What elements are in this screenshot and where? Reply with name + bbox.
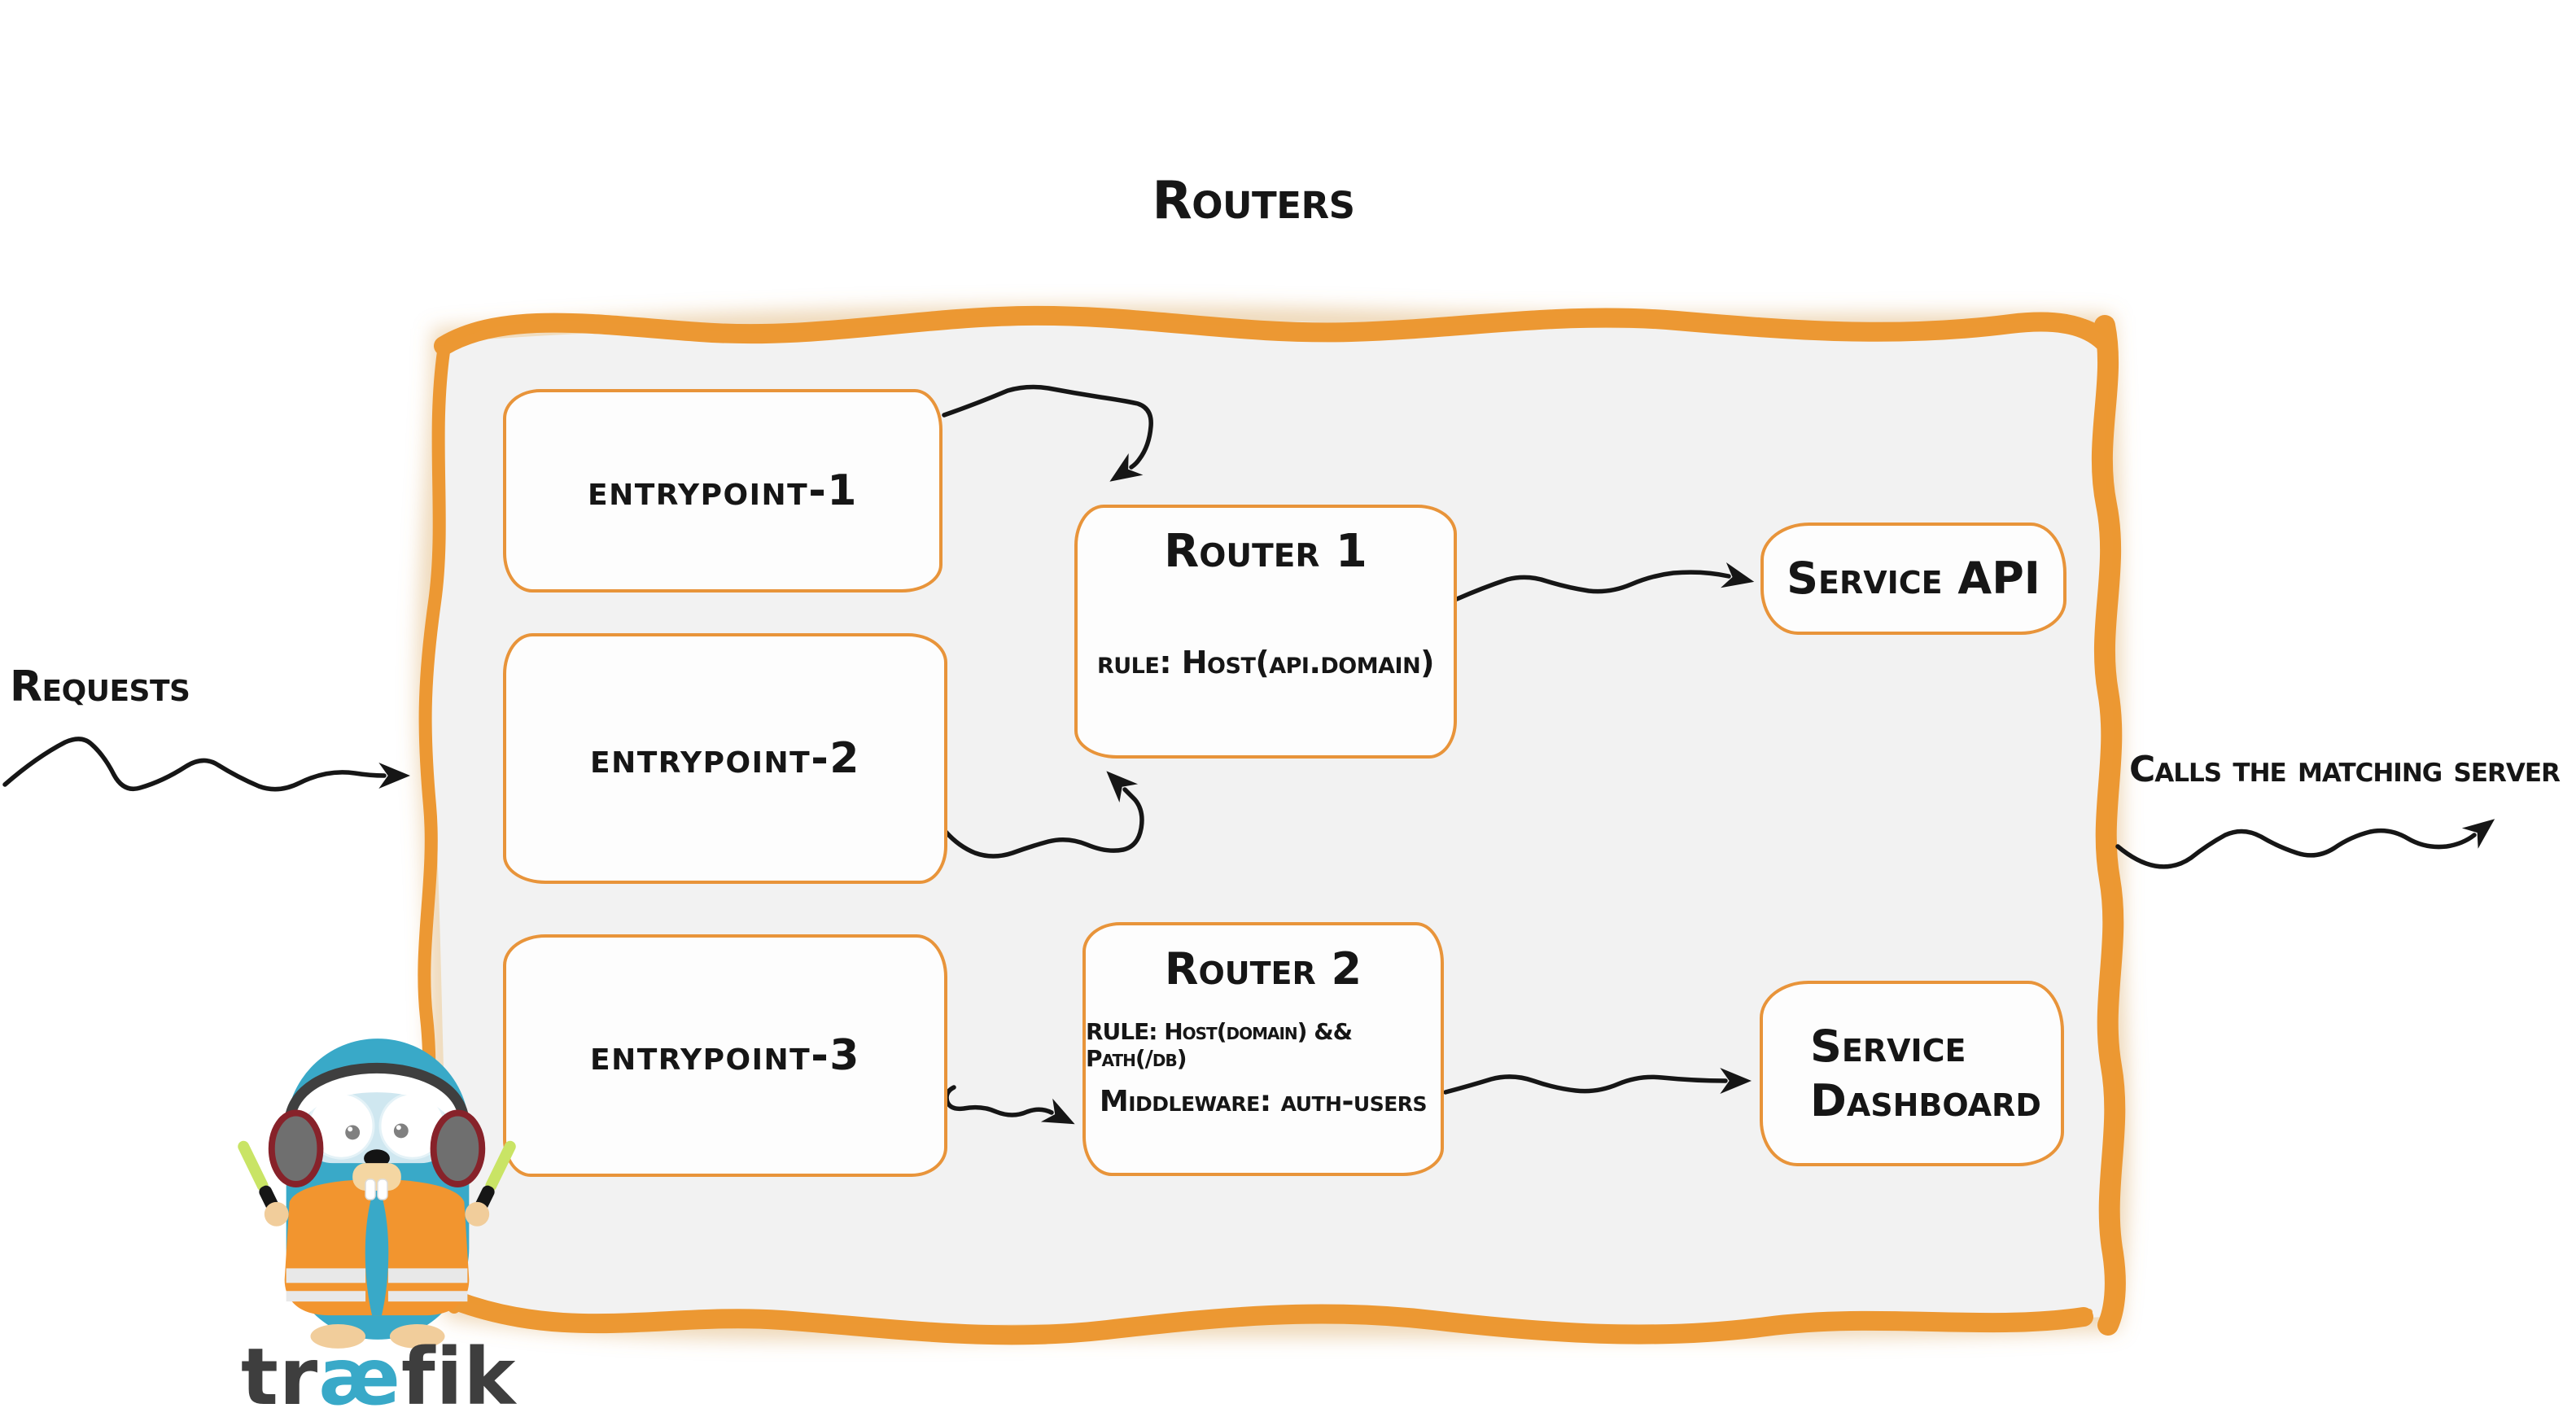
service-api-label: Service API bbox=[1787, 553, 2040, 605]
gopher-foot-right bbox=[389, 1324, 445, 1349]
gopher-hand-right bbox=[465, 1201, 490, 1227]
requests-label: Requests bbox=[10, 662, 190, 711]
traefik-gopher-logo-icon bbox=[238, 1039, 516, 1349]
arrow-entrypoint1-to-router1 bbox=[942, 384, 1153, 482]
calls-arrow bbox=[2115, 819, 2495, 869]
router-1-box: Router 1 rule: Host(api.domain) bbox=[1074, 505, 1457, 759]
arrow-entrypoint2-to-router1 bbox=[943, 771, 1144, 859]
entrypoint-2-label: entrypoint-2 bbox=[590, 734, 860, 783]
calls-label: Calls the matching server bbox=[2129, 749, 2561, 790]
gopher-foot-left bbox=[310, 1324, 366, 1349]
requests-arrow bbox=[2, 737, 410, 792]
service-api-box: Service API bbox=[1760, 523, 2066, 635]
entrypoint-1-box: entrypoint-1 bbox=[503, 389, 942, 592]
arrow-router1-to-service-api bbox=[1454, 562, 1755, 601]
entrypoint-3-box: entrypoint-3 bbox=[503, 934, 947, 1177]
router-2-title: Router 2 bbox=[1164, 943, 1362, 995]
router-1-title: Router 1 bbox=[1164, 525, 1367, 578]
diagram-title: Routers bbox=[1152, 171, 1355, 231]
router-1-rule: rule: Host(api.domain) bbox=[1096, 645, 1435, 680]
gopher-hand-left bbox=[264, 1201, 289, 1227]
entrypoint-3-label: entrypoint-3 bbox=[590, 1031, 860, 1080]
frame-border bbox=[418, 305, 2126, 1345]
wordmark-post: fik bbox=[400, 1331, 517, 1408]
router-2-box: Router 2 RULE: Host(domain) && Path(/db)… bbox=[1082, 922, 1444, 1176]
arrow-router2-to-service-dashboard bbox=[1443, 1067, 1752, 1095]
service-dashboard-label-line1: Service bbox=[1810, 1020, 1966, 1072]
wordmark-pre: tr bbox=[241, 1331, 319, 1408]
gopher-face bbox=[297, 1091, 457, 1200]
entrypoint-1-label: entrypoint-1 bbox=[588, 466, 858, 515]
entrypoint-2-box: entrypoint-2 bbox=[503, 633, 947, 884]
wordmark-ae-ligature: æ bbox=[318, 1331, 401, 1408]
router-2-rule: RULE: Host(domain) && Path(/db) bbox=[1086, 1018, 1353, 1072]
gopher-headphones-icon bbox=[268, 1062, 486, 1187]
traefik-wordmark: træfik bbox=[241, 1331, 516, 1408]
service-dashboard-label-line2: Dashboard bbox=[1810, 1075, 2041, 1126]
service-dashboard-box: Service Dashboard bbox=[1760, 981, 2064, 1166]
gopher-safety-vest bbox=[284, 1179, 470, 1316]
router-2-middleware: Middleware: auth-users bbox=[1099, 1085, 1428, 1118]
